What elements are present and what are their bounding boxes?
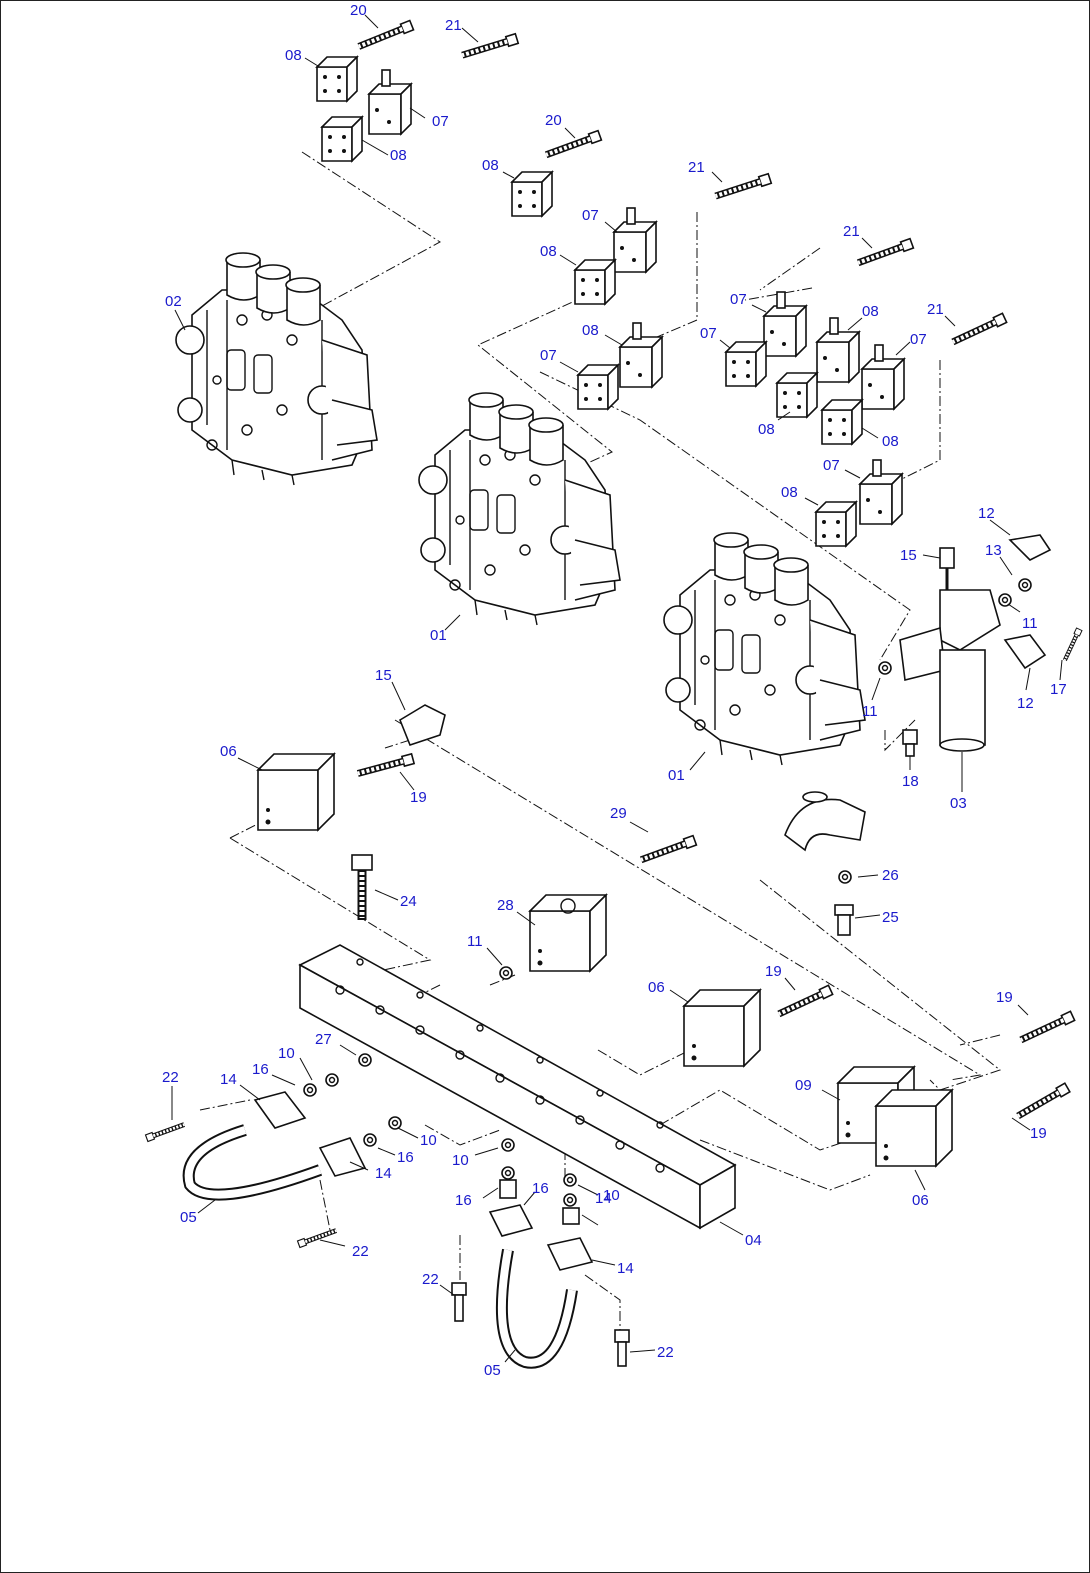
part-label: 21 — [445, 17, 462, 34]
part-label: 19 — [996, 989, 1013, 1006]
part-label: 11 — [467, 933, 483, 950]
part-label: 25 — [882, 909, 899, 926]
part-label: 06 — [912, 1192, 929, 1209]
part-label: 12 — [1017, 695, 1034, 712]
part-label: 06 — [220, 743, 237, 760]
part-label: 16 — [252, 1061, 269, 1078]
part-label: 14 — [375, 1165, 392, 1182]
part-label: 26 — [882, 867, 899, 884]
part-label: 14 — [617, 1260, 634, 1277]
part-label: 08 — [540, 243, 557, 260]
part-label: 19 — [410, 789, 427, 806]
part-label: 08 — [758, 421, 775, 438]
part-label: 10 — [420, 1132, 437, 1149]
part-label: 22 — [162, 1069, 179, 1086]
part-label: 20 — [545, 112, 562, 129]
part-label: 17 — [1050, 681, 1067, 698]
part-label: 10 — [452, 1152, 469, 1169]
part-label: 08 — [390, 147, 407, 164]
part-label: 07 — [823, 457, 840, 474]
part-label: 16 — [532, 1180, 549, 1197]
part-label: 28 — [497, 897, 514, 914]
part-label: 21 — [927, 301, 944, 318]
part-label: 22 — [352, 1243, 369, 1260]
part-label: 07 — [540, 347, 557, 364]
part-label: 02 — [165, 293, 182, 310]
part-label: 24 — [400, 893, 417, 910]
part-label: 07 — [582, 207, 599, 224]
part-label: 20 — [350, 2, 367, 19]
part-label: 08 — [882, 433, 899, 450]
part-label: 01 — [668, 767, 685, 784]
part-label: 18 — [902, 773, 919, 790]
part-label: 10 — [603, 1187, 620, 1204]
part-label: 03 — [950, 795, 967, 812]
part-label: 22 — [657, 1344, 674, 1361]
part-label: 09 — [795, 1077, 812, 1094]
part-label: 16 — [455, 1192, 472, 1209]
part-label: 19 — [765, 963, 782, 980]
part-label: 14 — [220, 1071, 237, 1088]
part-label: 06 — [648, 979, 665, 996]
part-label: 11 — [862, 703, 878, 720]
part-label: 08 — [781, 484, 798, 501]
part-label: 11 — [1022, 615, 1038, 632]
part-label: 29 — [610, 805, 627, 822]
part-label: 13 — [985, 542, 1002, 559]
part-label: 08 — [285, 47, 302, 64]
part-label: 12 — [978, 505, 995, 522]
part-label: 16 — [397, 1149, 414, 1166]
part-label: 15 — [375, 667, 392, 684]
part-label: 07 — [730, 291, 747, 308]
part-label: 07 — [910, 331, 927, 348]
part-label: 19 — [1030, 1125, 1047, 1142]
part-label: 15 — [900, 547, 917, 564]
part-label: 07 — [700, 325, 717, 342]
part-label: 14 — [595, 1190, 612, 1207]
part-label: 22 — [422, 1271, 439, 1288]
part-label: 05 — [484, 1362, 501, 1379]
part-label: 21 — [688, 159, 705, 176]
part-label: 10 — [278, 1045, 295, 1062]
part-label: 08 — [482, 157, 499, 174]
part-label: 07 — [432, 113, 449, 130]
part-label: 08 — [582, 322, 599, 339]
part-label: 27 — [315, 1031, 332, 1048]
part-label: 05 — [180, 1209, 197, 1226]
part-label: 21 — [843, 223, 860, 240]
part-label: 04 — [745, 1232, 762, 1249]
part-label: 01 — [430, 627, 447, 644]
part-label: 08 — [862, 303, 879, 320]
